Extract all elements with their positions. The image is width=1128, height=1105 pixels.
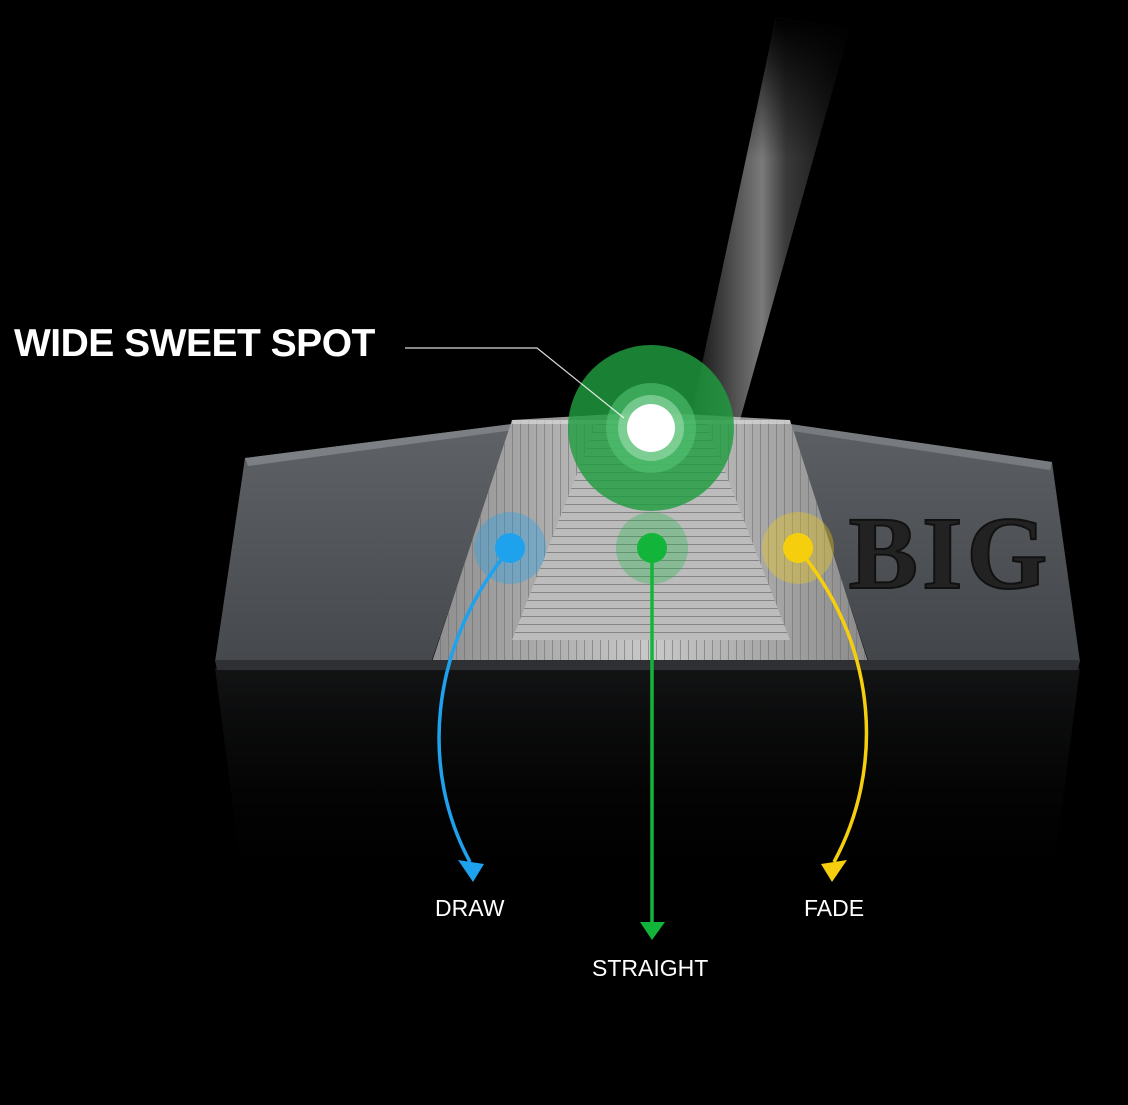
big-logo: BIG xyxy=(848,495,1052,612)
putter-reflection xyxy=(215,668,1080,900)
straight-label: STRAIGHT xyxy=(592,955,709,981)
draw-label: DRAW xyxy=(435,895,505,921)
headline: WIDE SWEET SPOT xyxy=(14,322,375,365)
straight-path xyxy=(616,512,688,940)
fade-path xyxy=(762,512,869,882)
svg-text:BIG: BIG xyxy=(849,496,1052,611)
fade-label: FADE xyxy=(804,895,865,921)
sweet-spot-leader-line xyxy=(405,347,625,419)
putter-head xyxy=(215,412,1080,670)
putter-shaft xyxy=(690,18,850,420)
draw-path xyxy=(437,512,546,882)
sweet-spot-indicator xyxy=(568,345,734,511)
putter-right-wing xyxy=(790,424,1080,666)
putter-left-wing xyxy=(215,424,512,666)
